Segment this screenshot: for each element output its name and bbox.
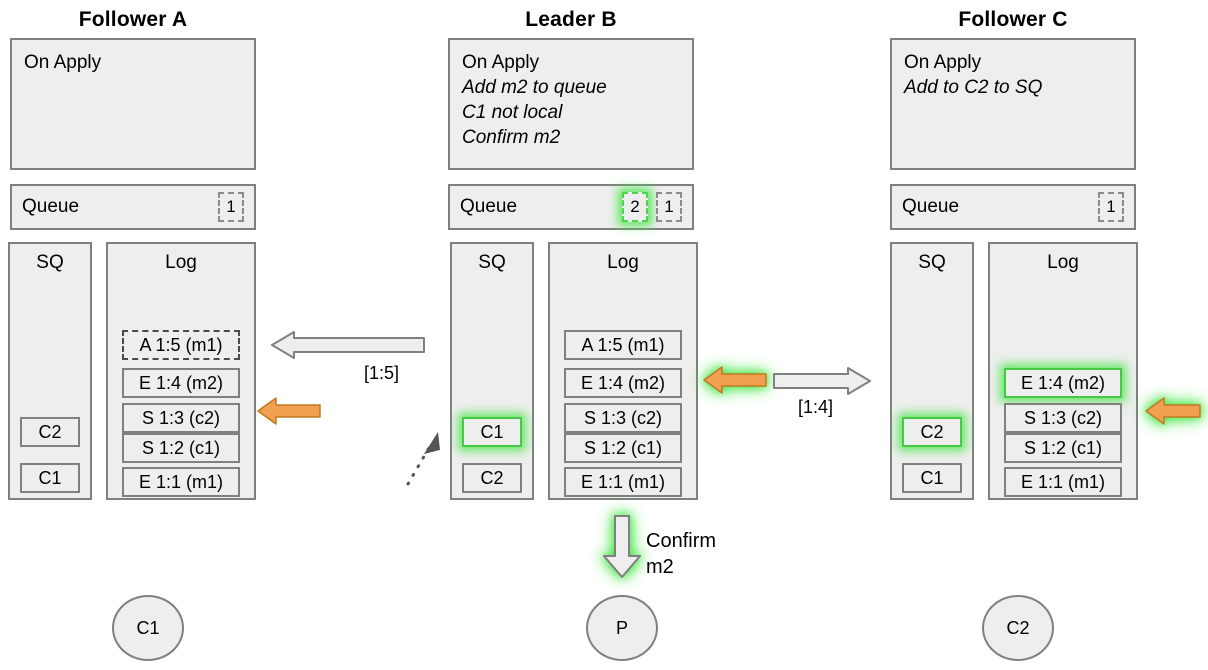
on-apply-header: On Apply: [462, 52, 540, 73]
confirm-arrow-leader-b: [603, 515, 641, 578]
sq-item: C1: [20, 463, 80, 493]
log-panel-follower-a: Log A 1:5 (m1) E 1:4 (m2) S 1:3 (c2) S 1…: [106, 242, 256, 500]
confirm-arrow-label: Confirm m2: [646, 528, 716, 580]
on-apply-panel-follower-c: On Apply Add to C2 to SQ: [890, 38, 1136, 170]
queue-label: Queue: [460, 196, 518, 217]
log-entry: S 1:3 (c2): [564, 403, 682, 433]
queue-slots-follower-c: 1: [1098, 192, 1124, 222]
confirm-label-line1: Confirm: [646, 530, 717, 552]
on-apply-line: Confirm m2: [462, 127, 561, 148]
log-label: Log: [1047, 252, 1079, 273]
queue-slot: 1: [1098, 192, 1124, 222]
node-title-follower-a: Follower A: [78, 8, 188, 31]
replicate-arrow-b-to-c: [773, 367, 871, 395]
log-label: Log: [607, 252, 639, 273]
queue-label: Queue: [22, 196, 80, 217]
node-title-follower-c: Follower C: [958, 8, 1068, 31]
sq-item-highlighted: C2: [902, 417, 962, 447]
apply-pointer-arrow-leader-b: [703, 366, 767, 394]
queue-panel-leader-b: Queue 2 1: [448, 184, 694, 230]
apply-pointer-arrow-follower-a: [257, 397, 321, 425]
log-entry: E 1:1 (m1): [564, 467, 682, 497]
queue-slot-highlighted: 2: [622, 192, 648, 222]
node-title-leader-b: Leader B: [525, 8, 617, 31]
queue-slots-leader-b: 2 1: [622, 192, 682, 222]
confirm-label-line2: m2: [646, 556, 674, 578]
sq-item: C2: [462, 463, 522, 493]
sq-item-highlighted: C1: [462, 417, 522, 447]
client-node-c2: C2: [982, 595, 1054, 661]
log-entry: A 1:5 (m1): [564, 330, 682, 360]
queue-panel-follower-a: Queue 1: [10, 184, 256, 230]
sq-item: C1: [902, 463, 962, 493]
sq-panel-follower-a: SQ C2 C1: [8, 242, 92, 500]
log-label: Log: [165, 252, 197, 273]
client-node-c1: C1: [112, 595, 184, 661]
apply-pointer-arrow-follower-c: [1145, 397, 1201, 425]
queue-slot: 1: [218, 192, 244, 222]
replicate-arrow-label-ab: [1:5]: [364, 363, 400, 383]
log-entry: S 1:2 (c1): [564, 433, 682, 463]
log-entry: E 1:1 (m1): [1004, 467, 1122, 497]
on-apply-header: On Apply: [904, 52, 982, 73]
log-panel-leader-b: Log A 1:5 (m1) E 1:4 (m2) S 1:3 (c2) S 1…: [548, 242, 698, 500]
sq-insert-dotted-arrow: [400, 424, 448, 486]
sq-item: C2: [20, 417, 80, 447]
log-entry: S 1:2 (c1): [1004, 433, 1122, 463]
replicate-arrow-b-to-a: [271, 331, 425, 359]
sq-label: SQ: [918, 252, 946, 273]
queue-slots-follower-a: 1: [218, 192, 244, 222]
queue-panel-follower-c: Queue 1: [890, 184, 1136, 230]
replicate-arrow-label-bc: [1:4]: [798, 397, 834, 417]
on-apply-line: Add m2 to queue: [462, 77, 607, 98]
on-apply-panel-leader-b: On Apply Add m2 to queue C1 not local Co…: [448, 38, 694, 170]
log-entry: A 1:5 (m1): [122, 330, 240, 360]
log-entry: E 1:1 (m1): [122, 467, 240, 497]
on-apply-panel-follower-a: On Apply: [10, 38, 256, 170]
log-entry: S 1:3 (c2): [122, 403, 240, 433]
queue-label: Queue: [902, 196, 960, 217]
sq-label: SQ: [36, 252, 64, 273]
log-panel-follower-c: Log E 1:4 (m2) S 1:3 (c2) S 1:2 (c1) E 1…: [988, 242, 1138, 500]
log-entry: E 1:4 (m2): [564, 368, 682, 398]
queue-slot: 1: [656, 192, 682, 222]
log-entry-highlighted: E 1:4 (m2): [1004, 368, 1122, 398]
on-apply-line: C1 not local: [462, 102, 563, 123]
client-node-p: P: [586, 595, 658, 661]
sq-panel-follower-c: SQ C2 C1: [890, 242, 974, 500]
on-apply-header: On Apply: [24, 52, 102, 73]
log-entry: S 1:2 (c1): [122, 433, 240, 463]
sq-label: SQ: [478, 252, 506, 273]
log-entry: E 1:4 (m2): [122, 368, 240, 398]
sq-panel-leader-b: SQ C1 C2: [450, 242, 534, 500]
on-apply-line: Add to C2 to SQ: [904, 77, 1043, 98]
log-entry: S 1:3 (c2): [1004, 403, 1122, 433]
